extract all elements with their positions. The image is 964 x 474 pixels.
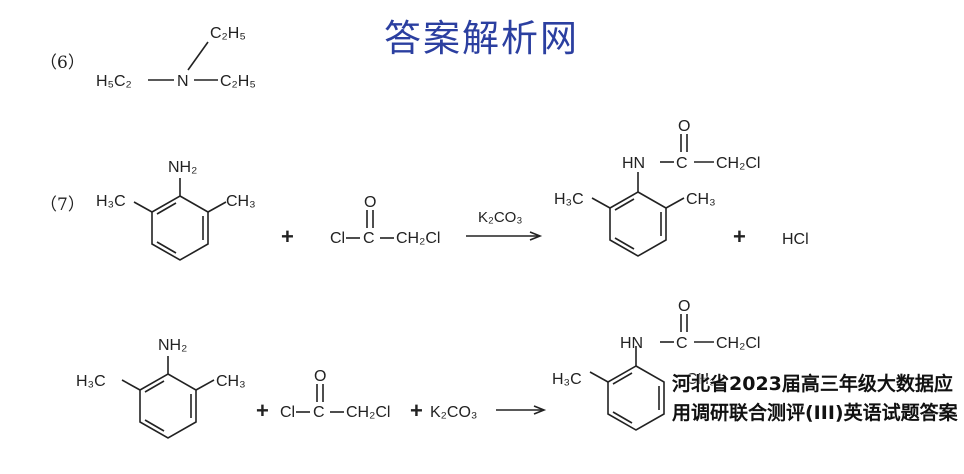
plus-sign-4: + <box>410 398 423 423</box>
product-ch3-left: H₃C <box>554 191 584 208</box>
alt-cl-label: Cl <box>280 404 295 421</box>
plus-sign-3: + <box>256 398 269 423</box>
alt-ch2cl: CH₂Cl <box>346 404 390 421</box>
product2-ch3-left: H₃C <box>552 371 582 388</box>
product-ch3-right: CH₃ <box>686 191 716 208</box>
alt-nh2: NH₂ <box>158 337 187 354</box>
item6-right-group: C₂H₅ <box>220 73 256 90</box>
alt-oxygen: O <box>314 368 326 385</box>
watermark: 答案解析网 <box>384 17 579 60</box>
cl-label: Cl <box>330 230 345 247</box>
plus-sign-2: + <box>733 224 746 249</box>
hcl-label: HCl <box>782 231 809 248</box>
ch3-left-label: H₃C <box>96 193 126 210</box>
item-6-number: （6） <box>40 53 85 73</box>
product-oxygen: O <box>678 118 690 135</box>
nh2-label: NH₂ <box>168 159 197 176</box>
ch3-right-label: CH₃ <box>226 193 256 210</box>
alt-reagent: K₂CO₃ <box>430 404 477 421</box>
product2-carbonyl-carbon: C <box>676 335 688 352</box>
item6-nitrogen: N <box>177 73 189 90</box>
carbonyl-carbon: C <box>363 230 375 247</box>
product-ch2cl: CH₂Cl <box>716 155 760 172</box>
alt-ch3-left: H₃C <box>76 373 106 390</box>
hn-label: HN <box>622 155 645 172</box>
product-carbonyl-carbon: C <box>676 155 688 172</box>
item-7-number: （7） <box>40 195 85 215</box>
ch2cl-label: CH₂Cl <box>396 230 440 247</box>
product2-ch2cl: CH₂Cl <box>716 335 760 352</box>
document-caption: 河北省2023届高三年级大数据应用调研联合测评(III)英语试题答案 <box>672 373 958 424</box>
alt-carbonyl-carbon: C <box>313 404 325 421</box>
plus-sign: + <box>281 224 294 249</box>
product2-oxygen: O <box>678 298 690 315</box>
reagent-label: K₂CO₃ <box>478 209 522 226</box>
alt-ch3-right: CH₃ <box>216 373 246 390</box>
item6-top-group: C₂H₅ <box>210 25 246 42</box>
product2-hn: HN <box>620 335 643 352</box>
product2-ch3-partial: CH₃ <box>686 371 716 388</box>
item6-left-group: H₅C₂ <box>96 73 132 90</box>
oxygen-label: O <box>364 194 376 211</box>
